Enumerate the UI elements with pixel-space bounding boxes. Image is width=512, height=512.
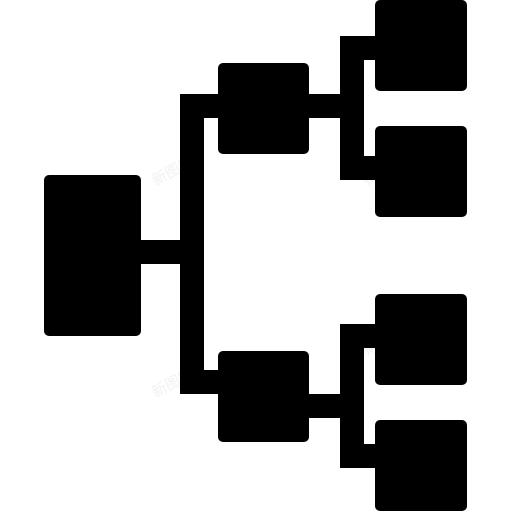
branch-node-top (218, 63, 309, 154)
branch-node-bottom (218, 351, 309, 442)
connector-bottom-branch (180, 370, 224, 394)
leaf-node-2 (375, 126, 467, 217)
connector-top-branch (180, 94, 224, 118)
leaf-node-4 (375, 420, 467, 511)
connector-bottom-fork (340, 324, 364, 468)
connector-trunk-vertical (180, 94, 204, 394)
connector-top-fork (340, 36, 364, 180)
leaf-node-1 (375, 0, 467, 91)
root-node (44, 175, 141, 336)
leaf-node-3 (375, 294, 467, 385)
